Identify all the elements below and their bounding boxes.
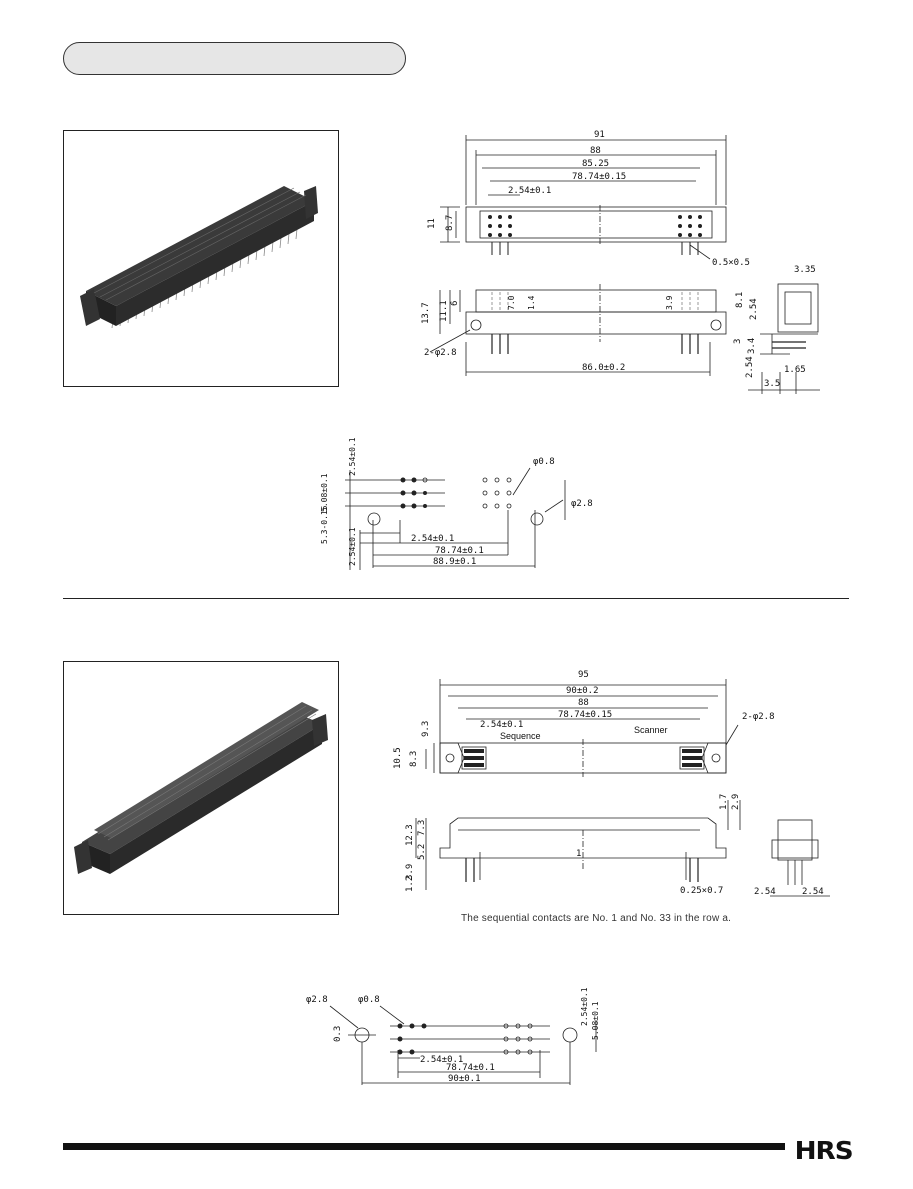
dim-10-5: 10.5 — [393, 747, 403, 769]
dim-78-74-b: 78.74±0.15 — [558, 710, 612, 720]
dim-2-54-v: 2.54 — [745, 356, 755, 378]
dim-9-3: 9.3 — [421, 721, 431, 737]
dim-8-7: 8.7 — [445, 215, 455, 231]
section-divider — [63, 598, 849, 599]
top-pcb-layout-drawing: 2.54±0.1 5.08±0.1 5.3-0.15 2.54±0.1 φ0.8… — [320, 437, 593, 570]
pcb-pitch-v: 2.54±0.1 — [348, 437, 357, 476]
pcb-b-0-3: 0.3 — [333, 1026, 343, 1042]
dim-91: 91 — [594, 130, 605, 140]
dim-pitch: 2.54±0.1 — [508, 186, 551, 196]
dim-7-0: 7.0 — [507, 295, 516, 310]
dim-8-3: 8.3 — [409, 751, 419, 767]
dim-3-35: 3.35 — [794, 265, 816, 275]
pcb-b-pitch: 2.54±0.1 — [420, 1055, 463, 1065]
dim-11-1: 11.1 — [439, 300, 449, 322]
pcb-b-d3: 90±0.1 — [448, 1074, 481, 1084]
product-photo-bottom — [63, 661, 339, 915]
connector-image-vertical — [74, 702, 328, 874]
dim-6: 6 — [450, 301, 460, 306]
pcb-hole-large: φ2.8 — [571, 499, 593, 509]
dim-3-9: 3.9 — [665, 295, 674, 310]
bottom-pcb-layout-drawing: φ2.8 φ0.8 0.3 2.54±0.1 78.74±0.1 90±0.1 … — [306, 987, 600, 1085]
pcb-left-v: 2.54±0.1 — [348, 527, 357, 566]
dim-5-2: 5.2 — [417, 844, 427, 860]
label-sequence: Sequence — [500, 731, 541, 741]
pcb-b-hole-small: φ0.8 — [358, 995, 380, 1005]
dim-1-7: 1.7 — [719, 794, 729, 810]
pcb-b-hole-large: φ2.8 — [306, 995, 328, 1005]
pcb-d3: 88.9±0.1 — [433, 557, 476, 567]
pcb-hole-small: φ0.8 — [533, 457, 555, 467]
pcb-d1: 2.54±0.1 — [411, 534, 454, 544]
dim-2-54-side: 2.54 — [749, 298, 759, 320]
label-scanner: Scanner — [634, 725, 668, 735]
bottom-front-view-drawing: 95 90±0.2 88 78.74±0.15 2.54±0.1 Sequenc… — [393, 670, 775, 777]
top-front-view-drawing: 91 88 85.25 78.74±0.15 2.54±0.1 11 8.7 0… — [427, 130, 750, 268]
product-photo-top — [63, 130, 339, 387]
dim-1: 1 — [576, 849, 581, 859]
dim-13-7: 13.7 — [421, 302, 431, 324]
dim-2-9: 2.9 — [731, 794, 741, 810]
dim-78-74: 78.74±0.15 — [572, 172, 626, 182]
dim-88-b: 88 — [578, 698, 589, 708]
dim-pin-size-b: 0.25×0.7 — [680, 886, 723, 896]
dim-11: 11 — [427, 218, 437, 229]
dim-86-0: 86.0±0.2 — [582, 363, 625, 373]
dim-holes-b: 2-φ2.8 — [742, 712, 775, 722]
pcb-h53: 5.3-0.15 — [320, 505, 329, 544]
connector-image-right-angle — [80, 186, 318, 329]
dim-88: 88 — [590, 146, 601, 156]
bottom-side-view-drawing: 12.3 7.3 5.2 1 3.9 1.2 1.7 2.9 0.25×0.7 … — [405, 794, 830, 897]
footer-bar — [63, 1143, 785, 1150]
dim-3-9-b: 3.9 — [405, 864, 415, 880]
sequential-contacts-note: The sequential contacts are No. 1 and No… — [461, 913, 732, 924]
dim-7-3: 7.3 — [417, 820, 427, 836]
pcb-d2: 78.74±0.1 — [435, 546, 484, 556]
hrs-logo: HRS — [794, 1136, 854, 1165]
dim-holes: 2-φ2.8 — [424, 348, 457, 358]
dim-3-5: 3.5 — [764, 379, 780, 389]
dim-pin-size: 0.5×0.5 — [712, 258, 750, 268]
dim-85-25: 85.25 — [582, 159, 609, 169]
dim-pitch-b: 2.54±0.1 — [480, 720, 523, 730]
dim-2-54-b: 2.54 — [802, 887, 824, 897]
dim-1-4: 1.4 — [527, 295, 536, 310]
dim-90: 90±0.2 — [566, 686, 599, 696]
pcb-rows-v: 5.08±0.1 — [320, 473, 329, 512]
dim-2-54-a: 2.54 — [754, 887, 776, 897]
pcb-b-r2: 5.08±0.1 — [591, 1001, 600, 1040]
top-side-view-drawing: 13.7 11.1 6 7.0 1.4 3.9 8.1 2.54 2-φ2.8 … — [421, 265, 820, 394]
dim-1-2: 1.2 — [405, 876, 415, 892]
dim-95: 95 — [578, 670, 589, 680]
section-header-pill — [63, 42, 406, 75]
dim-3: 3 — [733, 339, 743, 344]
dim-12-3: 12.3 — [405, 824, 415, 846]
dim-1-65: 1.65 — [784, 365, 806, 375]
pcb-b-d2: 78.74±0.1 — [446, 1063, 495, 1073]
dim-8-1: 8.1 — [735, 292, 745, 308]
pcb-b-r1: 2.54±0.1 — [580, 987, 589, 1026]
dim-3-4: 3.4 — [747, 338, 757, 354]
